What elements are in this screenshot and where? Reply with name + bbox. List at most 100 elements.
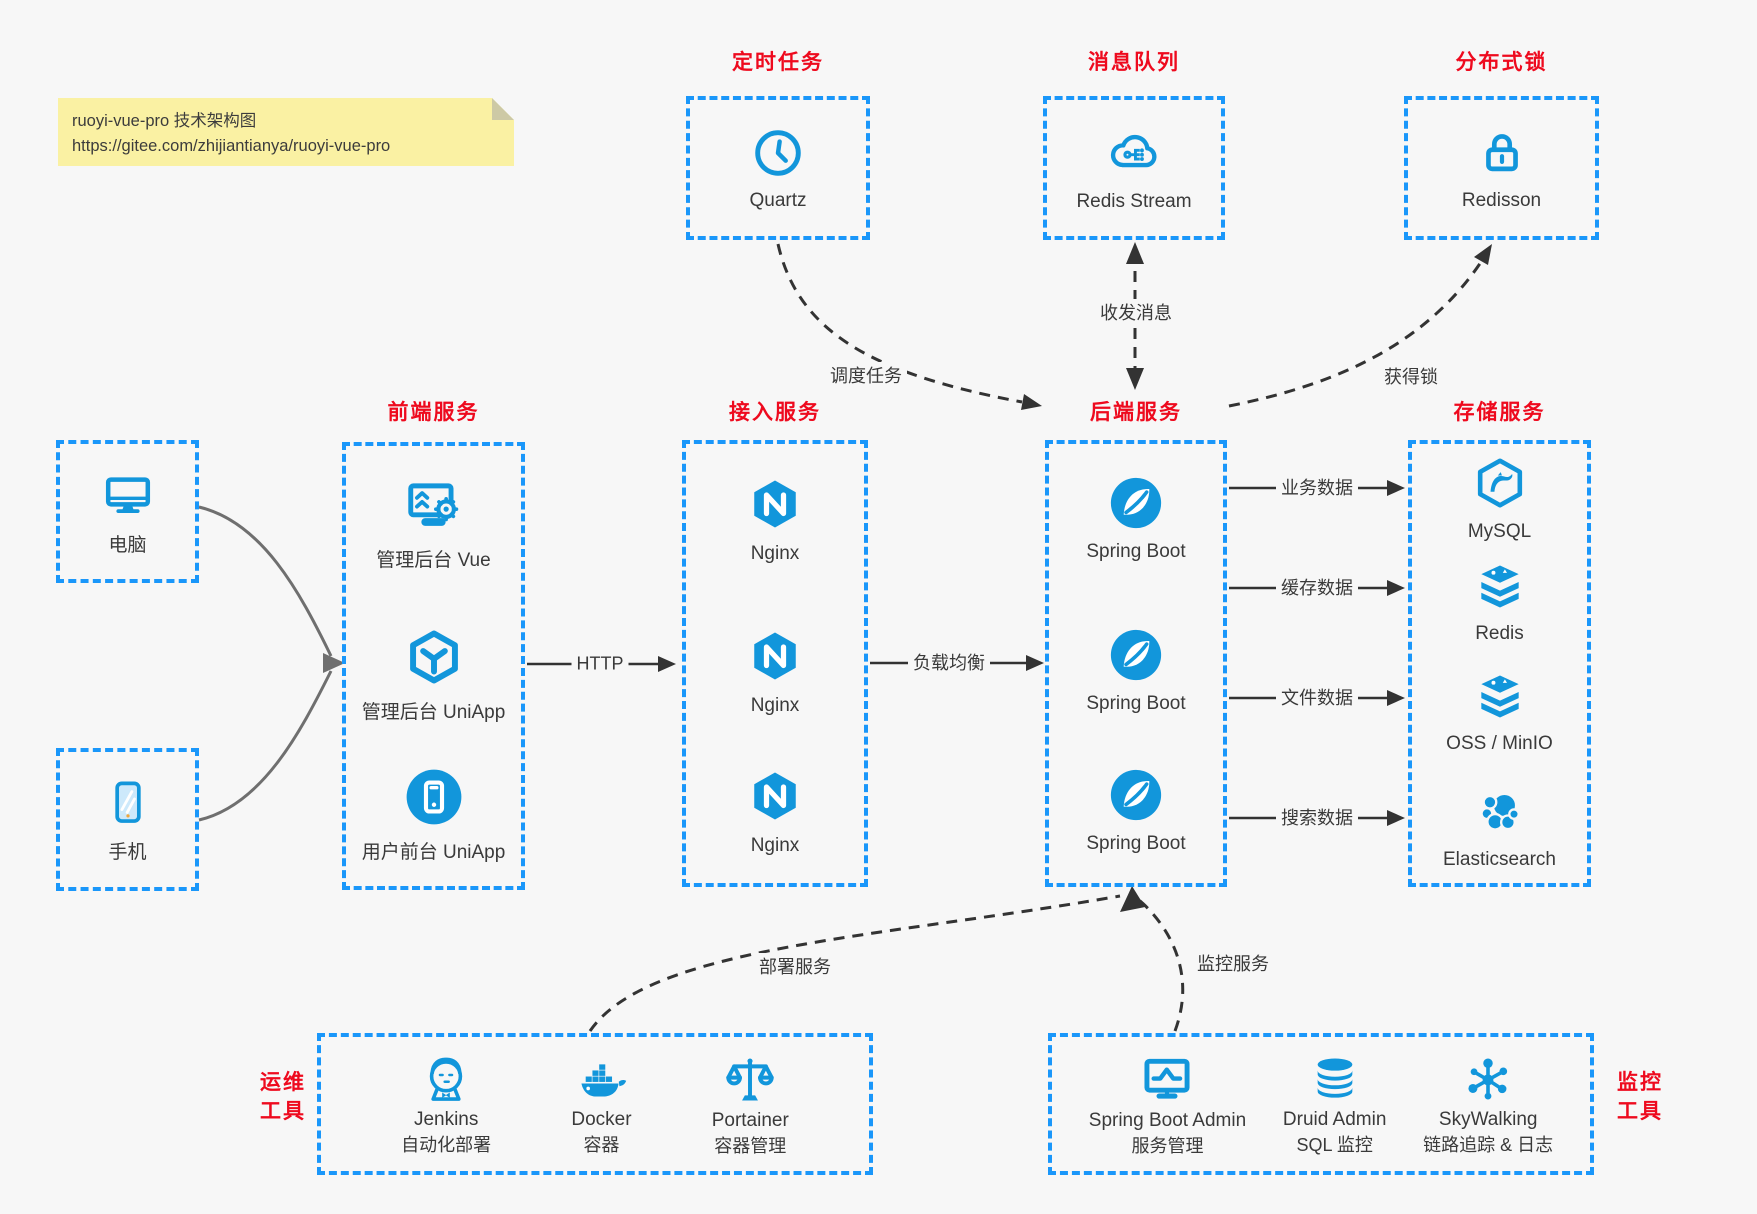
column-title-frontend: 前端服务 bbox=[387, 401, 480, 424]
nginx-icon bbox=[754, 632, 796, 680]
edge-label-monitor: 监控服务 bbox=[1192, 950, 1274, 976]
nginx-icon bbox=[754, 772, 796, 820]
sticky-note: ruoyi-vue-pro 技术架构图 https://gitee.com/zh… bbox=[58, 98, 514, 166]
monitor-chart-icon bbox=[1144, 1058, 1190, 1099]
node-nginx-1: Nginx bbox=[686, 474, 864, 565]
node-quartz: Quartz bbox=[690, 100, 866, 236]
column-title-backend: 后端服务 bbox=[1090, 401, 1182, 424]
side-label-line: 工具 bbox=[1617, 1100, 1663, 1124]
item-label: OSS / MinIO bbox=[1446, 733, 1553, 754]
note-title: ruoyi-vue-pro 技术架构图 bbox=[72, 112, 257, 130]
item-sublabel: 链路追踪 & 日志 bbox=[1423, 1134, 1554, 1155]
item-label: Druid Admin bbox=[1282, 1108, 1387, 1130]
box-backend: Spring Boot Spring Boot Spring Boot bbox=[1045, 440, 1227, 887]
item-label: Elasticsearch bbox=[1443, 849, 1556, 870]
node-redis-stream: Redis Stream bbox=[1047, 100, 1221, 236]
client-arrowhead bbox=[323, 653, 345, 673]
item-label: Spring Boot bbox=[1086, 833, 1186, 854]
group-title-message-queue: 消息队列 bbox=[1088, 51, 1180, 74]
cloud-stream-icon bbox=[1110, 134, 1157, 167]
item-label: Nginx bbox=[750, 543, 800, 564]
edge-label-deploy: 部署服务 bbox=[754, 953, 836, 979]
box-computer: 电脑 bbox=[56, 440, 199, 583]
node-nginx-3: Nginx bbox=[686, 766, 864, 857]
edge-label-schedule: 调度任务 bbox=[825, 362, 907, 388]
node-skywalking: SkyWalking 链路追踪 & 日志 bbox=[1423, 1052, 1553, 1156]
column-title-gateway: 接入服务 bbox=[729, 401, 821, 424]
edge-label-load-balance: 负载均衡 bbox=[908, 649, 990, 675]
edge-label-business-data: 业务数据 bbox=[1276, 474, 1358, 500]
box-quartz: Quartz bbox=[686, 96, 870, 240]
side-label-monitor: 监控 工具 bbox=[1600, 1068, 1680, 1127]
spring-icon bbox=[1110, 769, 1162, 821]
box-storage: MySQL Redis OSS / MinIO bbox=[1408, 440, 1591, 887]
oss-icon bbox=[1480, 675, 1519, 718]
box-mobile: 手机 bbox=[56, 748, 199, 891]
item-sublabel: 容器管理 bbox=[714, 1135, 787, 1156]
box-ops-tools: Jenkins 自动化部署 bbox=[317, 1033, 873, 1175]
edge-label-messaging: 收发消息 bbox=[1095, 299, 1177, 325]
box-gateway: Nginx Nginx Nginx bbox=[682, 440, 868, 887]
node-springboot-3: Spring Boot bbox=[1049, 766, 1223, 855]
node-jenkins: Jenkins 自动化部署 bbox=[401, 1052, 491, 1156]
item-label: Docker bbox=[571, 1108, 632, 1130]
item-label: 管理后台 Vue bbox=[376, 550, 491, 571]
item-label: Portainer bbox=[711, 1109, 789, 1131]
node-oss-minio: OSS / MinIO bbox=[1412, 668, 1587, 755]
node-elasticsearch: Elasticsearch bbox=[1412, 784, 1587, 871]
item-label: 电脑 bbox=[108, 534, 147, 556]
uniapp-cube-icon bbox=[409, 630, 458, 684]
item-label: Jenkins bbox=[413, 1108, 479, 1130]
group-title-distributed-lock: 分布式锁 bbox=[1455, 51, 1548, 74]
solid-arrowheads bbox=[658, 480, 1405, 826]
spring-icon bbox=[1110, 629, 1162, 681]
item-label: MySQL bbox=[1467, 521, 1532, 542]
box-redisson: Redisson bbox=[1404, 96, 1599, 240]
item-label: Nginx bbox=[750, 695, 800, 716]
client-curves bbox=[198, 505, 333, 822]
node-spring-boot-admin: Spring Boot Admin 服务管理 bbox=[1089, 1051, 1246, 1157]
node-network-icon bbox=[1468, 1058, 1508, 1100]
portainer-icon bbox=[726, 1058, 774, 1101]
item-label: 管理后台 UniApp bbox=[361, 702, 506, 723]
node-redisson: Redisson bbox=[1408, 100, 1595, 236]
note-url: https://gitee.com/zhijiantianya/ruoyi-vu… bbox=[72, 136, 391, 155]
admin-vue-icon bbox=[407, 483, 458, 526]
side-label-ops: 运维 工具 bbox=[243, 1068, 323, 1127]
lock-icon bbox=[1485, 133, 1518, 171]
item-label: 用户前台 UniApp bbox=[361, 842, 506, 863]
node-springboot-1: Spring Boot bbox=[1049, 474, 1223, 563]
nginx-icon bbox=[754, 480, 796, 528]
docker-icon bbox=[581, 1064, 627, 1097]
node-springboot-2: Spring Boot bbox=[1049, 626, 1223, 715]
node-mysql: MySQL bbox=[1412, 454, 1587, 543]
item-sublabel: 服务管理 bbox=[1131, 1135, 1204, 1156]
item-label: Redisson bbox=[1461, 189, 1542, 211]
item-label: Redis bbox=[1475, 623, 1524, 644]
node-user-uniapp: 用户前台 UniApp bbox=[346, 766, 521, 864]
node-docker: Docker 容器 bbox=[571, 1052, 632, 1156]
item-label: Redis Stream bbox=[1076, 190, 1192, 212]
edge-label-search-data: 搜索数据 bbox=[1276, 804, 1358, 830]
edge-label-file-data: 文件数据 bbox=[1276, 684, 1358, 710]
node-nginx-2: Nginx bbox=[686, 626, 864, 717]
node-computer: 电脑 bbox=[60, 444, 195, 579]
item-label: SkyWalking bbox=[1438, 1108, 1538, 1130]
side-label-line: 监控 bbox=[1617, 1071, 1663, 1094]
side-label-line: 运维 bbox=[260, 1071, 306, 1094]
item-label: Spring Boot bbox=[1086, 693, 1186, 714]
group-title-scheduled-task: 定时任务 bbox=[732, 51, 824, 74]
item-label: Quartz bbox=[749, 189, 807, 211]
desktop-icon bbox=[105, 476, 150, 513]
elasticsearch-icon bbox=[1479, 792, 1520, 831]
box-monitor-tools: Spring Boot Admin 服务管理 Druid Admin SQL 监… bbox=[1048, 1033, 1594, 1175]
item-label: 手机 bbox=[108, 841, 147, 863]
dashed-arrowheads bbox=[1021, 242, 1492, 912]
item-sublabel: 自动化部署 bbox=[401, 1134, 492, 1155]
mysql-icon bbox=[1477, 458, 1522, 508]
column-title-storage: 存储服务 bbox=[1453, 401, 1546, 424]
box-redis-stream: Redis Stream bbox=[1043, 96, 1225, 240]
item-sublabel: 容器 bbox=[583, 1134, 620, 1155]
edge-label-cache-data: 缓存数据 bbox=[1276, 574, 1358, 600]
